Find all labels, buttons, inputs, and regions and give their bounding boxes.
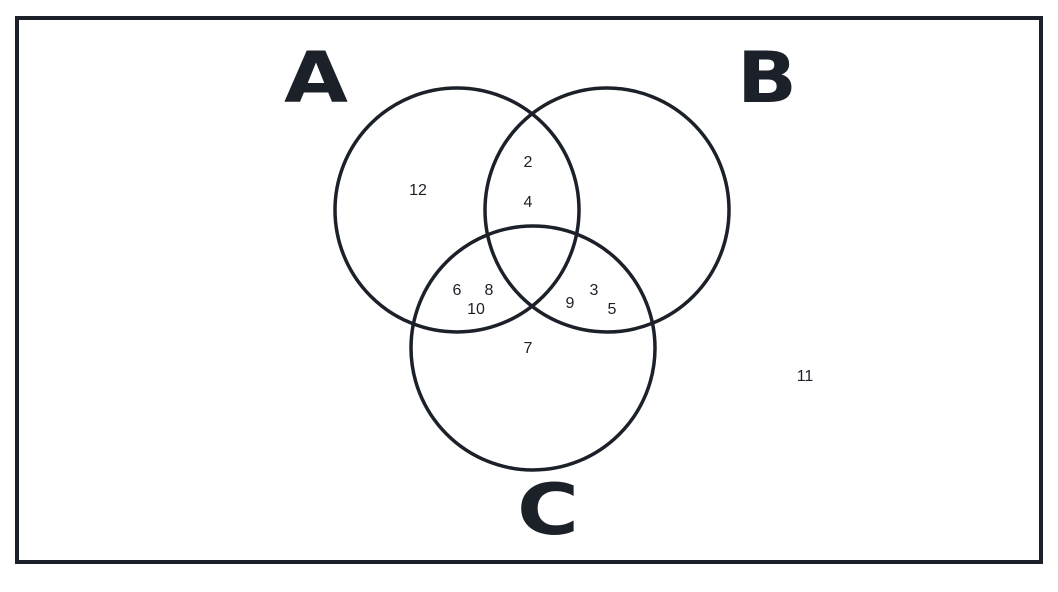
- set-label-b: B: [737, 37, 797, 119]
- element-number: 2: [524, 154, 533, 171]
- set-label-c: C: [517, 469, 579, 551]
- element-number: 4: [524, 194, 533, 211]
- circle-c: [409, 224, 657, 472]
- element-number: 5: [608, 301, 617, 318]
- universe-frame: [15, 16, 1043, 564]
- element-number: 6: [453, 282, 462, 299]
- circle-a: [333, 86, 581, 334]
- element-number: 9: [566, 295, 575, 312]
- set-label-a: A: [284, 37, 348, 119]
- element-number: 3: [590, 282, 599, 299]
- element-number: 8: [485, 282, 494, 299]
- circle-b: [483, 86, 731, 334]
- element-number: 7: [524, 340, 533, 357]
- element-number: 11: [797, 368, 814, 385]
- element-number: 12: [409, 182, 427, 199]
- element-number: 10: [467, 301, 485, 318]
